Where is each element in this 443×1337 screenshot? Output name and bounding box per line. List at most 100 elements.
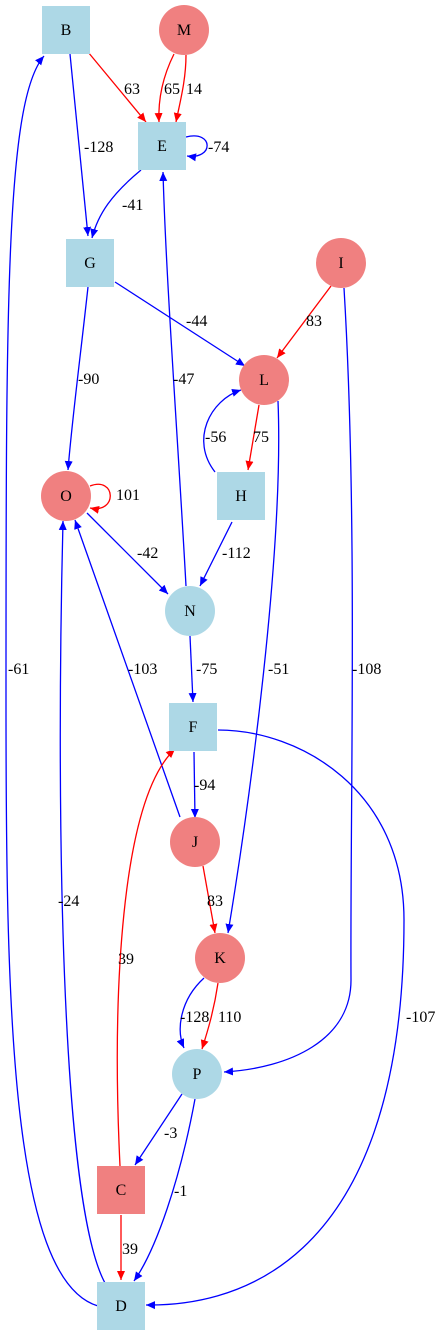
node-shape: [66, 239, 114, 287]
node-shape: [316, 238, 366, 288]
edge-j-k: [202, 865, 218, 934]
node-shape: [195, 933, 245, 983]
edge-g-l: [114, 281, 246, 367]
edge-label: 65: [164, 81, 180, 98]
edge-h-n: [199, 521, 233, 587]
node-shape: [42, 6, 90, 54]
node-label: J: [192, 834, 198, 851]
edge-label: 39: [118, 951, 134, 968]
edge-label: 75: [253, 429, 269, 446]
edge-b-e: [87, 51, 147, 123]
node-label: B: [61, 22, 72, 39]
edge-m-e: [173, 54, 187, 123]
edge-i-p: [223, 287, 354, 1076]
edge-label: -128: [180, 1009, 209, 1026]
edge-i-l: [276, 285, 332, 359]
edge-label: 110: [218, 1009, 241, 1026]
node-i: I: [316, 238, 366, 288]
edge-label: 63: [124, 81, 140, 98]
node-c: C: [97, 1166, 145, 1214]
edge-f-d: [145, 729, 405, 1310]
node-shape: [217, 472, 265, 520]
edge-label: 14: [186, 81, 202, 98]
node-shape: [97, 1166, 145, 1214]
node-shape: [165, 586, 215, 636]
node-label: N: [184, 603, 196, 620]
node-n: N: [165, 586, 215, 636]
edge-l-k: [225, 400, 280, 934]
node-label: E: [157, 138, 167, 155]
node-b: B: [42, 6, 90, 54]
node-shape: [239, 355, 289, 405]
node-j: J: [170, 817, 220, 867]
edge-e-e: [185, 135, 208, 162]
edge-label: -74: [208, 139, 229, 156]
edge-label: -47: [173, 371, 194, 388]
node-k: K: [195, 933, 245, 983]
node-shape: [41, 471, 91, 521]
edge-p-c: [134, 1093, 183, 1166]
node-o: O: [41, 471, 91, 521]
edge-label: -90: [78, 371, 99, 388]
edge-label: -103: [128, 661, 157, 678]
node-label: L: [259, 372, 269, 389]
edge-label: -24: [58, 893, 79, 910]
node-shape: [170, 817, 220, 867]
node-label: O: [60, 488, 72, 505]
node-e: E: [138, 122, 186, 170]
edge-label: -61: [8, 661, 29, 678]
edge-e-g: [90, 169, 142, 239]
node-g: G: [66, 239, 114, 287]
edge-l-h: [245, 404, 260, 471]
edge-label: -51: [268, 661, 289, 678]
edge-label: -107: [406, 1009, 435, 1026]
edge-label: -41: [122, 197, 143, 214]
edge-n-f: [188, 635, 197, 703]
edge-c-f: [116, 748, 176, 1167]
node-l: L: [239, 355, 289, 405]
node-label: C: [116, 1182, 127, 1199]
edge-o-n: [86, 512, 169, 595]
edge-h-l: [203, 388, 242, 473]
node-shape: [138, 122, 186, 170]
edge-label: 83: [306, 313, 322, 330]
edge-label: -94: [194, 777, 215, 794]
edge-o-o: [89, 483, 111, 514]
edge-label: -1: [174, 1183, 187, 1200]
edge-k-p: [176, 977, 205, 1049]
node-shape: [159, 5, 209, 55]
node-h: H: [217, 472, 265, 520]
edge-m-e: [154, 53, 175, 123]
node-shape: [169, 703, 217, 751]
node-shape: [97, 1282, 145, 1330]
node-label: H: [235, 488, 247, 505]
node-label: M: [177, 22, 191, 39]
nodes-layer: B M E G I L H O N F J K P C D: [41, 5, 366, 1330]
edge-b-g: [69, 53, 92, 237]
edge-j-o: [74, 519, 181, 818]
node-d: D: [97, 1282, 145, 1330]
node-f: F: [169, 703, 217, 751]
edge-label: 39: [122, 1241, 138, 1258]
node-label: K: [214, 950, 226, 967]
edge-d-o: [58, 520, 106, 1284]
edge-label: -75: [196, 661, 217, 678]
node-shape: [172, 1049, 222, 1099]
edge-label: -44: [186, 313, 207, 330]
node-label: D: [115, 1298, 127, 1315]
node-label: F: [189, 719, 198, 736]
edge-label: -42: [137, 545, 158, 562]
edge-label: -3: [164, 1125, 177, 1142]
edge-label: -128: [84, 139, 113, 156]
node-label: G: [84, 255, 96, 272]
edge-p-d: [133, 1098, 196, 1282]
edge-d-b: [5, 55, 99, 1307]
node-p: P: [172, 1049, 222, 1099]
edge-k-p: [200, 982, 219, 1050]
node-label: P: [193, 1066, 202, 1083]
edge-label: 101: [116, 487, 140, 504]
edge-label: -56: [205, 429, 226, 446]
edge-n-e: [159, 171, 187, 587]
